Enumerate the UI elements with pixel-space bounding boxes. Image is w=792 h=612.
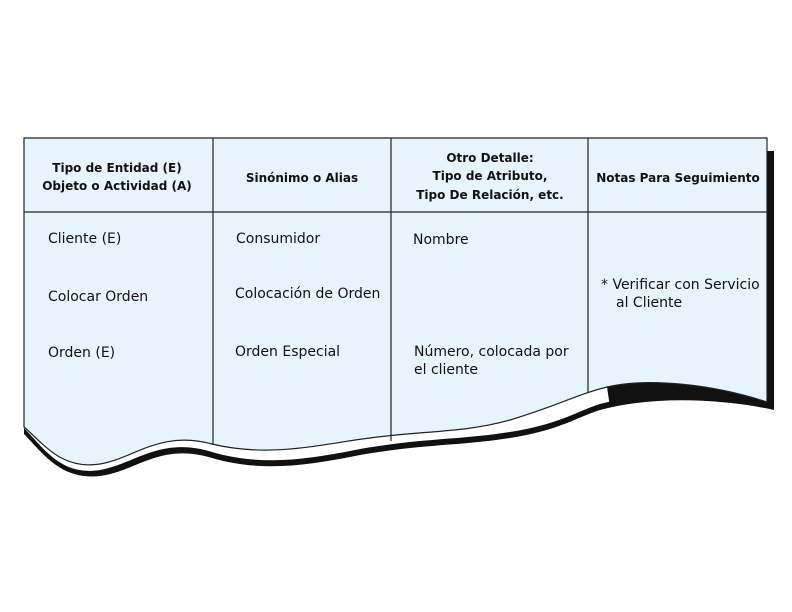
synonym-cell-3: Orden Especial [235,344,340,360]
header-other-detail-line1: Otro Detalle: [446,151,533,165]
header-entity-type-line1: Tipo de Entidad (E) [52,161,181,175]
entity-cell-1: Cliente (E) [48,231,121,247]
form-bottom-shadow [24,394,774,477]
synonym-cell-2: Colocación de Orden [235,286,380,302]
detail-cell-3-line1: Número, colocada por [414,344,569,360]
header-notes: Notas Para Seguimiento [596,171,760,185]
form-body [23,137,768,466]
synonym-cell-1: Consumidor [236,231,320,247]
note-cell-line2: al Cliente [616,295,682,311]
header-entity-type-line2: Objeto o Actividad (A) [42,179,192,193]
detail-cell-1: Nombre [413,232,469,248]
entity-cell-2: Colocar Orden [48,289,148,305]
header-synonym: Sinónimo o Alias [246,171,358,185]
entity-cell-3: Orden (E) [48,345,115,361]
header-other-detail-line2: Tipo de Atributo, [433,169,548,183]
detail-cell-3-line2: el cliente [414,362,478,378]
note-cell-line1: * Verificar con Servicio [601,277,760,293]
header-other-detail-line3: Tipo De Relación, etc. [416,188,563,202]
